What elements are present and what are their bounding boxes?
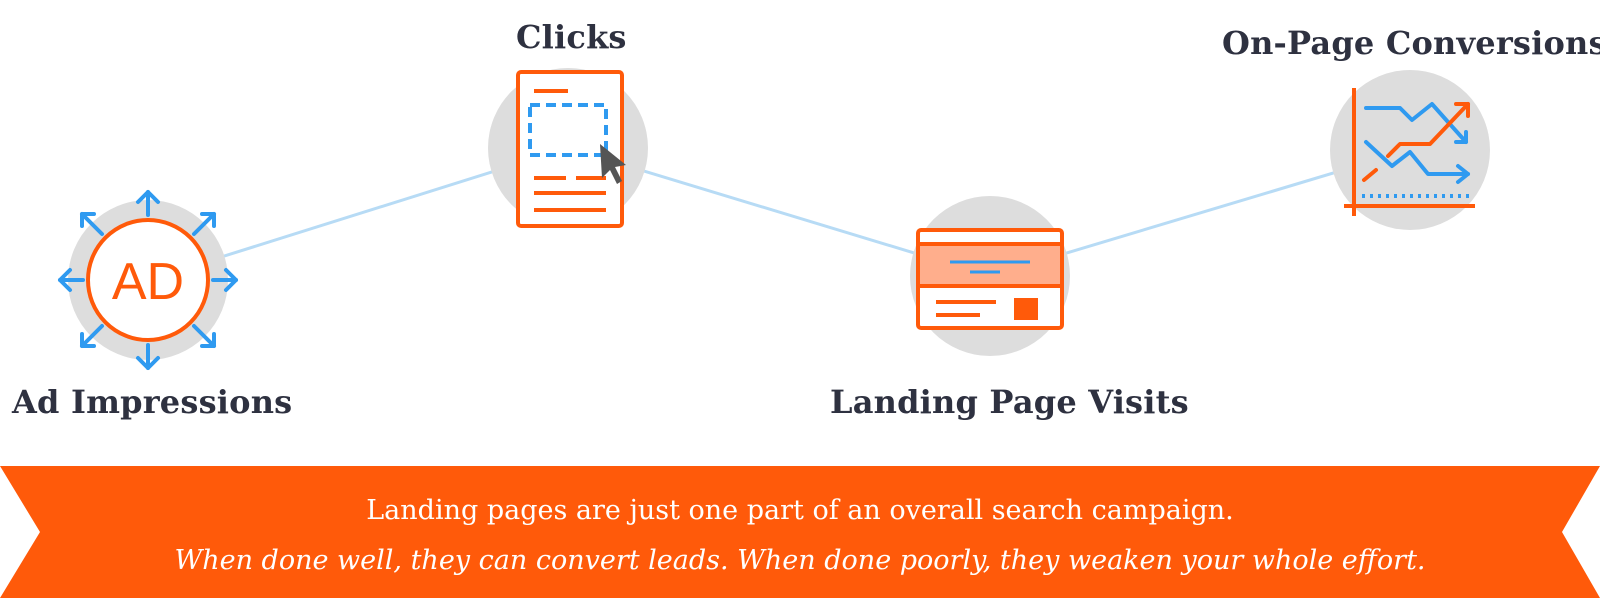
conversion-chart-icon [1344, 88, 1475, 216]
step-label-ad-impressions: Ad Impressions [12, 383, 293, 421]
ad-broadcast-icon: AD [58, 190, 238, 370]
banner-text: Landing pages are just one part of an ov… [40, 486, 1560, 586]
step-label-on-page-conversions: On-Page Conversions [1222, 24, 1600, 62]
banner-line-2: When done well, they can convert leads. … [174, 545, 1426, 576]
message-banner [0, 466, 1600, 598]
banner-line-1: Landing pages are just one part of an ov… [366, 495, 1234, 526]
connector-lines [147, 146, 1411, 282]
ad-badge-text: AD [112, 253, 184, 311]
landing-page-icon [916, 228, 1064, 330]
step-label-landing-page-visits: Landing Page Visits [830, 383, 1189, 421]
document-click-icon [516, 70, 626, 228]
step-label-clicks: Clicks [516, 18, 627, 56]
cursor-arrow-icon [600, 144, 626, 184]
